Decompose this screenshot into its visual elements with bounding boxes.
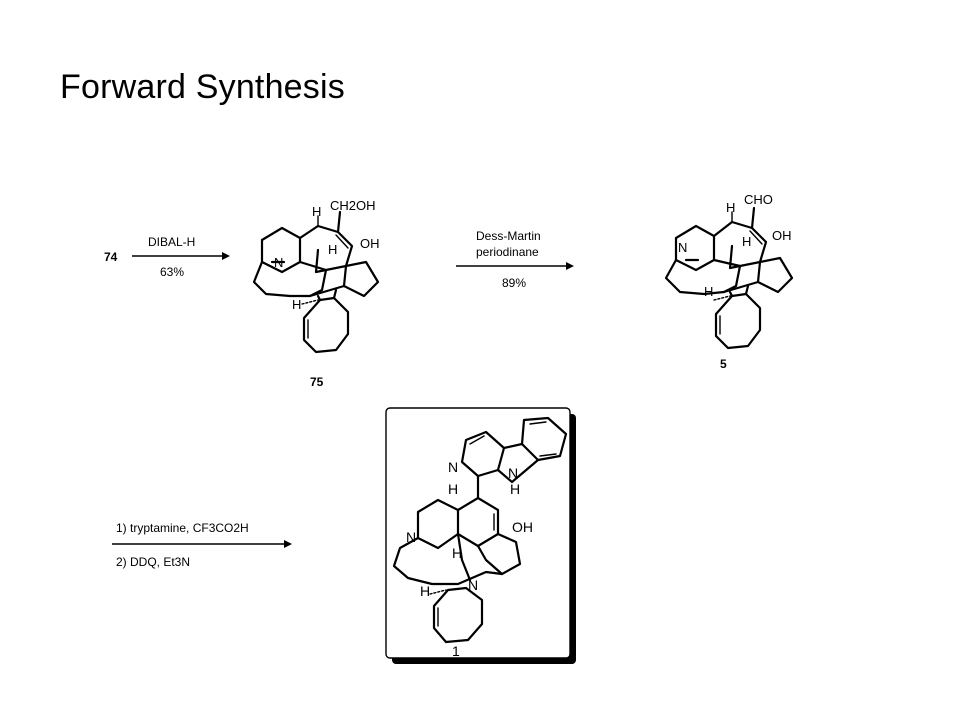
yield-step1: 63% xyxy=(160,265,184,279)
label-h3-5: H xyxy=(704,284,713,299)
label-h1-1: H xyxy=(448,481,458,497)
label-n-pyridine: N xyxy=(448,459,458,475)
label-h1-5: H xyxy=(726,200,735,215)
reaction-arrow-3 xyxy=(112,540,292,548)
yield-step2: 89% xyxy=(502,276,526,290)
slide-title: Forward Synthesis xyxy=(60,68,345,106)
label-h3-75: H xyxy=(292,297,301,312)
reagent-dibal: DIBAL-H xyxy=(148,235,195,249)
reagent-periodinane: periodinane xyxy=(476,245,539,259)
reagent-dess-martin: Dess-Martin xyxy=(476,229,541,243)
label-n-75: N xyxy=(274,255,283,270)
product-label-75: 75 xyxy=(310,375,324,389)
product-label-5: 5 xyxy=(720,357,727,371)
label-h1-75: H xyxy=(312,204,321,219)
reaction-arrow-1 xyxy=(132,252,230,260)
label-oh-1: OH xyxy=(512,519,533,535)
label-h-indole: H xyxy=(510,481,520,497)
reaction-arrow-2 xyxy=(456,262,574,270)
label-n2-1: N xyxy=(468,577,478,593)
molecule-1 xyxy=(392,416,568,644)
label-h2-75: H xyxy=(328,242,337,257)
label-oh-75: OH xyxy=(360,236,380,251)
molecule-75 xyxy=(252,210,380,354)
label-h2-5: H xyxy=(742,234,751,249)
reagent-tryptamine: 1) tryptamine, CF3CO2H xyxy=(116,521,249,535)
label-oh-5: OH xyxy=(772,228,792,243)
label-h2-1: H xyxy=(452,545,462,561)
label-n-5: N xyxy=(678,240,687,255)
label-cho-5: CHO xyxy=(744,192,773,207)
molecule-5 xyxy=(664,206,794,350)
product-label-1: 1 xyxy=(452,643,460,659)
reagent-ddq: 2) DDQ, Et3N xyxy=(116,555,190,569)
label-h3-1: H xyxy=(420,583,430,599)
start-compound-label: 74 xyxy=(104,250,118,264)
label-ch2oh-75: CH2OH xyxy=(330,198,376,213)
label-nh-indole: N xyxy=(508,465,518,481)
label-n-1: N xyxy=(406,529,416,545)
